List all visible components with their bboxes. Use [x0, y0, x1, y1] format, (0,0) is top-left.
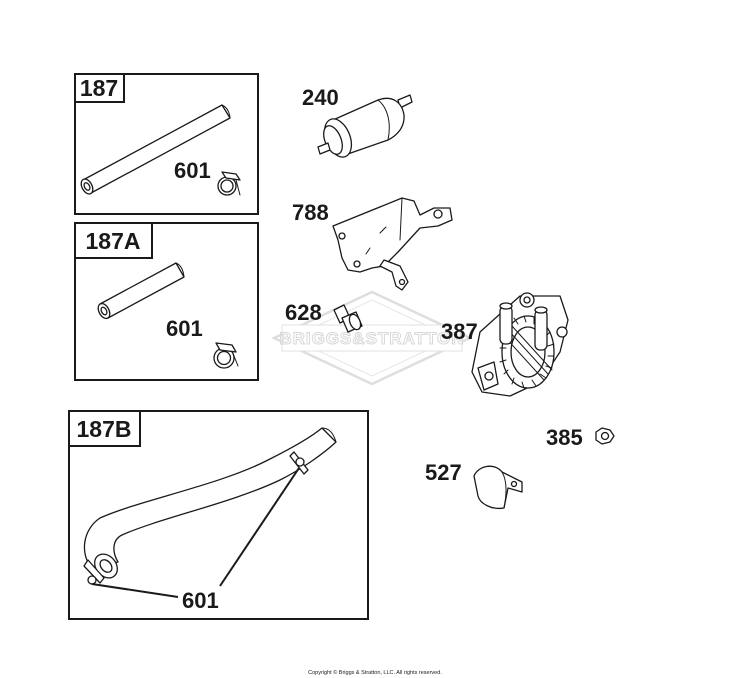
- clamp-601-callout-187b: 601: [182, 588, 219, 613]
- hose-clamp: [217, 171, 241, 196]
- hose-clamp: [289, 451, 309, 475]
- fuel-hose-short: [97, 262, 185, 320]
- clamp-601-callout-187: 601: [174, 158, 211, 183]
- kit-187a-label: 187A: [86, 228, 141, 254]
- fuel-pump: [471, 292, 569, 397]
- nut-callout: 385: [546, 425, 583, 450]
- fuel-pump-callout: 387: [441, 319, 478, 344]
- clip: [473, 465, 523, 510]
- kit-187b-label: 187B: [77, 416, 132, 442]
- hose-clamp: [213, 342, 239, 369]
- bolt: [333, 304, 363, 333]
- clip-callout: 527: [425, 460, 462, 485]
- watermark-text: BRIGGS&STRATTON: [279, 329, 464, 348]
- copyright-notice: Copyright © Briggs & Stratton, LLC. All …: [308, 669, 442, 676]
- kit-187a-panel: 187A 601: [74, 222, 259, 381]
- watermark: BRIGGS&STRATTON: [271, 290, 473, 386]
- bolt-callout: 628: [285, 300, 322, 325]
- fuel-hose-formed: [83, 427, 337, 579]
- bracket-callout: 788: [292, 200, 329, 225]
- fuel-hose-long: [80, 104, 231, 195]
- clamp-601-callout-187a: 601: [166, 316, 203, 341]
- kit-187-panel: 187 601: [74, 73, 259, 215]
- fuel-filter-callout: 240: [302, 85, 339, 110]
- nut: [595, 427, 615, 445]
- kit-187-label: 187: [80, 75, 118, 101]
- leader-line: [91, 583, 179, 598]
- fuel-filter: [317, 94, 413, 158]
- bracket: [332, 197, 453, 291]
- kit-187b-panel: 187B 601: [68, 410, 369, 620]
- leader-line: [219, 467, 300, 587]
- hose-clamp: [83, 559, 105, 585]
